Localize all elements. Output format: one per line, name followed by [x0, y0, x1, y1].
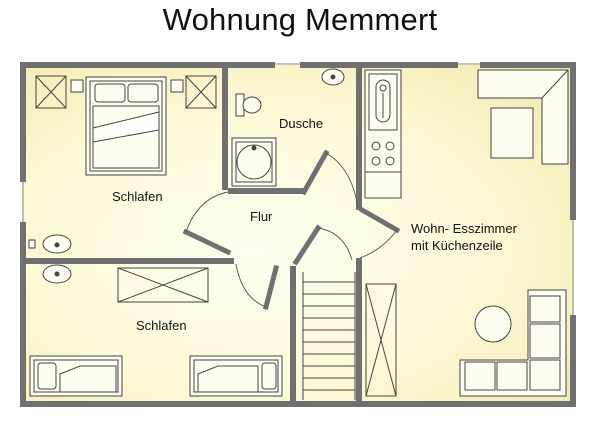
sink-bedroom-bottom: [42, 264, 72, 284]
staircase: [302, 272, 356, 400]
toilet-icon: [235, 93, 262, 117]
windows: [22, 63, 574, 315]
room-label-shower: Dusche: [279, 116, 324, 131]
wardrobe: [117, 267, 209, 303]
dining-table: [474, 305, 512, 343]
door-swings: [185, 152, 398, 308]
room-label-hall: Flur: [250, 209, 273, 224]
interior-walls: [20, 62, 362, 403]
page-title: Wohnung Memmert: [162, 2, 438, 37]
single-bed-right: [189, 355, 283, 397]
shower-tray: [231, 137, 277, 187]
corner-sofa: [477, 69, 569, 165]
room-label-bedroom-bottom: Schlafen: [136, 318, 187, 333]
room-label-bedroom-top: Schlafen: [112, 189, 163, 204]
single-bed-left: [29, 355, 123, 397]
room-label-living-line1: Wohn- Esszimmer: [411, 221, 517, 236]
lamp-icon: [70, 79, 184, 93]
double-bed: [85, 76, 167, 176]
outer-walls: [20, 62, 576, 407]
shower-sink: [321, 68, 345, 86]
kitchen-counter: [364, 69, 402, 199]
sink-bedroom-top: [28, 234, 72, 254]
nightstand-right: [185, 75, 217, 109]
l-sofa-bottom: [459, 289, 567, 397]
nightstand-left: [35, 75, 67, 109]
door-leaves: [182, 149, 401, 311]
room-label-living-line2: mit Küchenzeile: [411, 238, 503, 253]
cabinet: [365, 283, 397, 397]
